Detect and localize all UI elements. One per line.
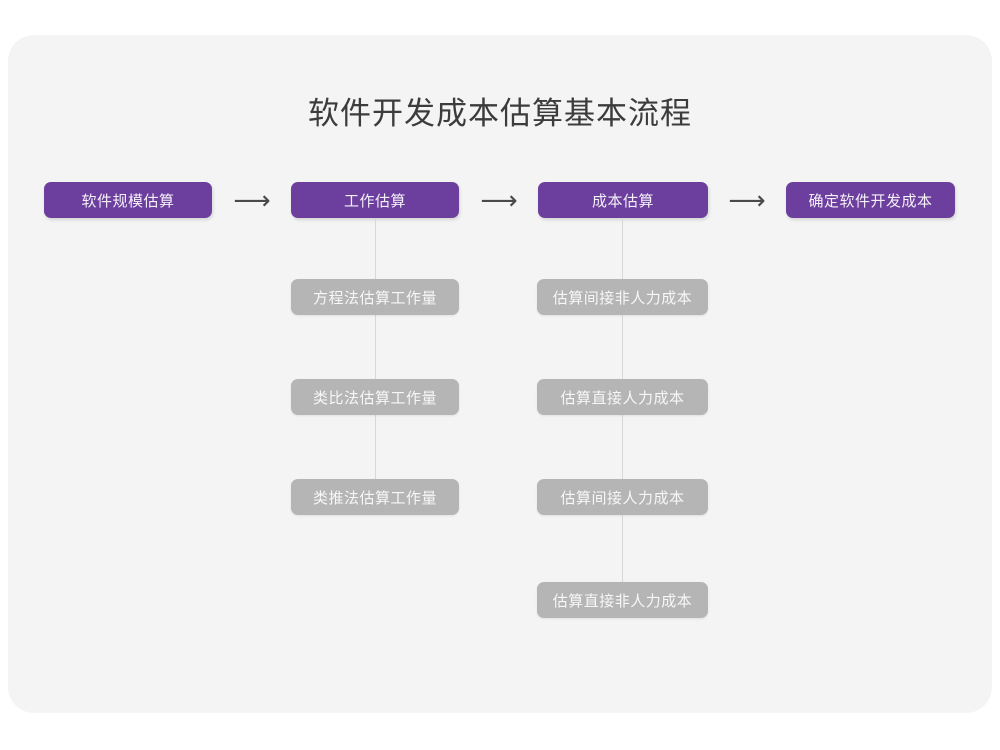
arrow-right-icon: ⟶ bbox=[728, 185, 766, 215]
substep-node-direct-labor-cost[interactable]: 估算直接人力成本 bbox=[537, 379, 708, 415]
substep-node-direct-nonlabor-cost[interactable]: 估算直接非人力成本 bbox=[537, 582, 708, 618]
stage-node-label: 成本估算 bbox=[591, 192, 654, 210]
stage-node-label: 工作估算 bbox=[343, 192, 406, 210]
substep-node-analogy-method[interactable]: 类比法估算工作量 bbox=[291, 379, 459, 415]
substep-node-analogue-inference-method[interactable]: 类推法估算工作量 bbox=[291, 479, 459, 515]
page-title: 软件开发成本估算基本流程 bbox=[308, 96, 692, 131]
substep-node-label: 估算间接非人力成本 bbox=[552, 289, 693, 307]
stage-node-software-size-estimation[interactable]: 软件规模估算 bbox=[44, 182, 212, 218]
connector-line bbox=[375, 218, 376, 279]
substep-node-label: 方程法估算工作量 bbox=[312, 289, 437, 307]
substep-node-label: 类推法估算工作量 bbox=[312, 489, 437, 507]
connector-line bbox=[622, 218, 623, 279]
substep-node-equation-method[interactable]: 方程法估算工作量 bbox=[291, 279, 459, 315]
connector-line bbox=[622, 414, 623, 479]
connector-line bbox=[622, 314, 623, 379]
substep-node-label: 估算直接人力成本 bbox=[560, 389, 685, 407]
connector-line bbox=[622, 514, 623, 582]
substep-node-label: 估算间接人力成本 bbox=[560, 489, 685, 507]
stage-node-label: 确定软件开发成本 bbox=[808, 192, 933, 210]
arrow-right-icon: ⟶ bbox=[233, 185, 271, 215]
arrow-right-icon: ⟶ bbox=[480, 185, 518, 215]
stage-node-label: 软件规模估算 bbox=[81, 192, 175, 210]
substep-node-label: 类比法估算工作量 bbox=[312, 389, 437, 407]
substep-node-indirect-nonlabor-cost[interactable]: 估算间接非人力成本 bbox=[537, 279, 708, 315]
diagram-card bbox=[8, 35, 992, 713]
stage-node-final-development-cost[interactable]: 确定软件开发成本 bbox=[786, 182, 955, 218]
substep-node-label: 估算直接非人力成本 bbox=[552, 592, 693, 610]
stage-node-cost-estimation[interactable]: 成本估算 bbox=[538, 182, 708, 218]
substep-node-indirect-labor-cost[interactable]: 估算间接人力成本 bbox=[537, 479, 708, 515]
connector-line bbox=[375, 414, 376, 479]
stage-node-effort-estimation[interactable]: 工作估算 bbox=[291, 182, 459, 218]
connector-line bbox=[375, 314, 376, 379]
